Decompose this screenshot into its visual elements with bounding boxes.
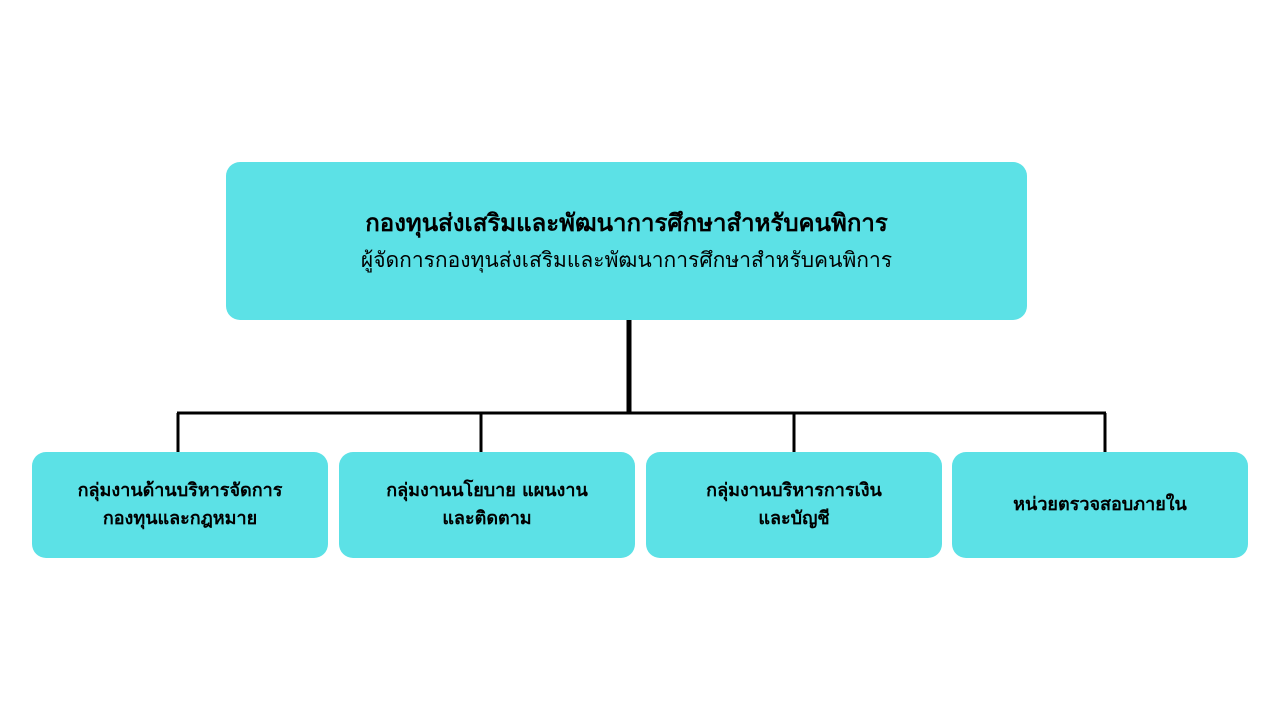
child-node-label-line: กองทุนและกฎหมาย <box>102 508 258 529</box>
child-node-label-line: กลุ่มงานด้านบริหารจัดการ <box>77 480 283 501</box>
child-node-management-law: กลุ่มงานด้านบริหารจัดการ กองทุนและกฎหมาย <box>32 452 328 558</box>
root-node-subtitle: ผู้จัดการกองทุนส่งเสริมและพัฒนาการศึกษาส… <box>360 248 893 272</box>
root-node-title: กองทุนส่งเสริมและพัฒนาการศึกษาสำหรับคนพิ… <box>365 209 888 237</box>
child-node-label-line: กลุ่มงานบริหารการเงิน <box>706 480 882 501</box>
child-node-label-line: และบัญชี <box>758 508 830 529</box>
child-node-label-line: และติดตาม <box>442 508 532 529</box>
child-node-finance-accounting: กลุ่มงานบริหารการเงิน และบัญชี <box>646 452 942 558</box>
root-node: กองทุนส่งเสริมและพัฒนาการศึกษาสำหรับคนพิ… <box>226 162 1027 320</box>
child-node-label-line: หน่วยตรวจสอบภายใน <box>1013 494 1187 515</box>
child-node-internal-audit: หน่วยตรวจสอบภายใน <box>952 452 1248 558</box>
child-node-label-line: กลุ่มงานนโยบาย แผนงาน <box>386 480 588 501</box>
child-node-policy-planning: กลุ่มงานนโยบาย แผนงาน และติดตาม <box>339 452 635 558</box>
